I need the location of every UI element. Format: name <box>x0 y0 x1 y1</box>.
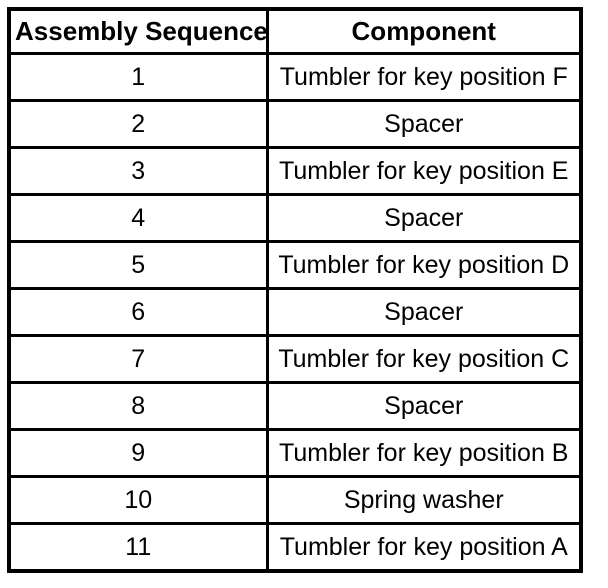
table-row: 7 Tumbler for key position C <box>7 334 583 384</box>
component-cell: Tumbler for key position E <box>265 146 583 196</box>
component-cell: Tumbler for key position A <box>265 522 583 573</box>
table-row: 1 Tumbler for key position F <box>7 52 583 102</box>
sequence-cell: 5 <box>7 240 269 290</box>
sequence-cell: 4 <box>7 193 269 243</box>
component-cell: Tumbler for key position B <box>265 428 583 478</box>
sequence-cell: 10 <box>7 475 269 525</box>
assembly-sequence-table: Assembly Sequence Component 1 Tumbler fo… <box>7 7 583 573</box>
sequence-cell: 9 <box>7 428 269 478</box>
sequence-cell: 11 <box>7 522 269 573</box>
component-cell: Tumbler for key position C <box>265 334 583 384</box>
table-row: 8 Spacer <box>7 381 583 431</box>
component-cell: Tumbler for key position F <box>265 52 583 102</box>
sequence-cell: 7 <box>7 334 269 384</box>
sequence-cell: 3 <box>7 146 269 196</box>
sequence-cell: 2 <box>7 99 269 149</box>
table-row: 5 Tumbler for key position D <box>7 240 583 290</box>
component-cell: Spring washer <box>265 475 583 525</box>
table-row: 3 Tumbler for key position E <box>7 146 583 196</box>
table-row: 11 Tumbler for key position A <box>7 522 583 573</box>
component-cell: Spacer <box>265 99 583 149</box>
component-cell: Spacer <box>265 287 583 337</box>
header-component: Component <box>265 7 583 55</box>
sequence-cell: 1 <box>7 52 269 102</box>
sequence-cell: 8 <box>7 381 269 431</box>
sequence-cell: 6 <box>7 287 269 337</box>
table-row: 10 Spring washer <box>7 475 583 525</box>
table-row: 2 Spacer <box>7 99 583 149</box>
header-row: Assembly Sequence Component <box>7 7 583 55</box>
component-cell: Tumbler for key position D <box>265 240 583 290</box>
table-row: 6 Spacer <box>7 287 583 337</box>
component-cell: Spacer <box>265 381 583 431</box>
table-row: 4 Spacer <box>7 193 583 243</box>
table-row: 9 Tumbler for key position B <box>7 428 583 478</box>
component-cell: Spacer <box>265 193 583 243</box>
header-assembly-sequence: Assembly Sequence <box>7 7 269 55</box>
